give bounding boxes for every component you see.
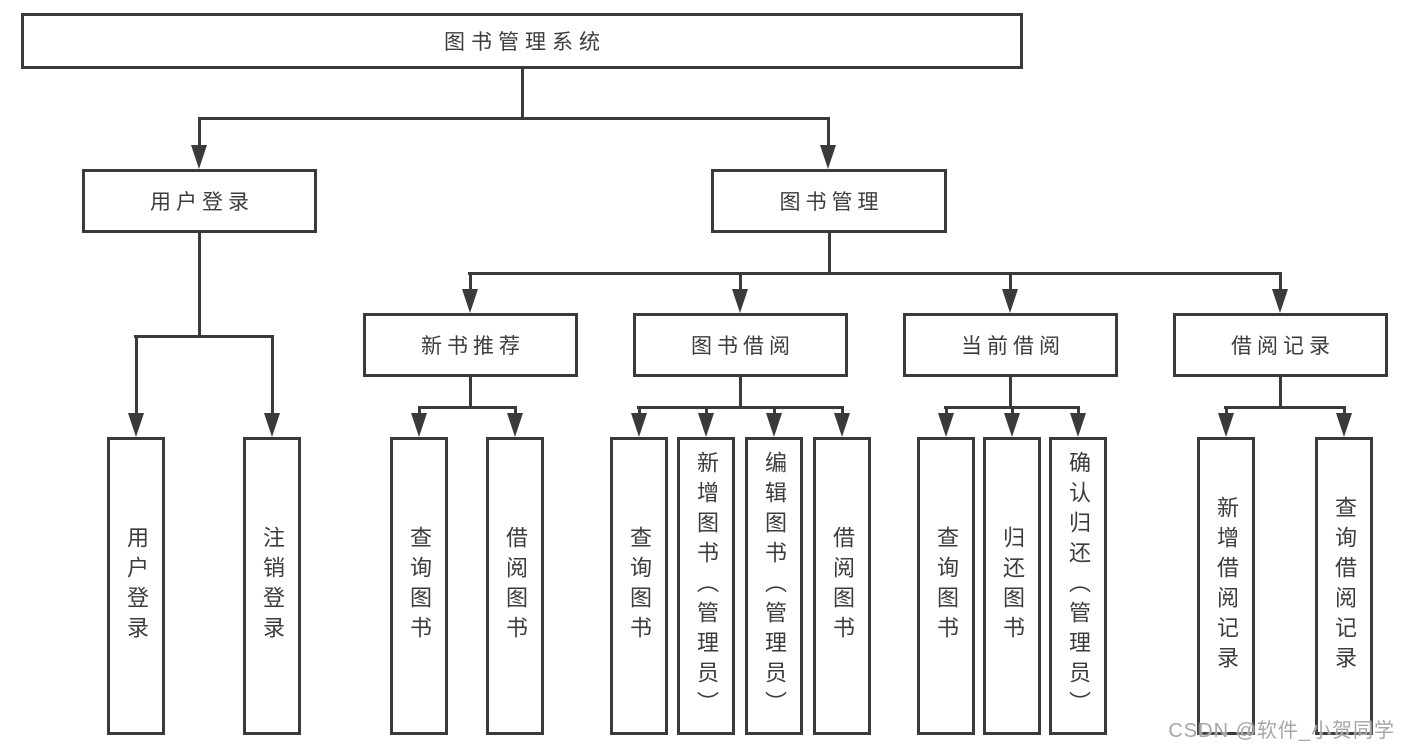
connector-line bbox=[1009, 272, 1012, 292]
connector-line bbox=[739, 377, 742, 408]
leaf-borrowing-borrow-books: 借阅图书 bbox=[813, 437, 871, 735]
arrow-down-icon bbox=[264, 413, 280, 437]
connector-line bbox=[513, 406, 517, 417]
arrow-down-icon bbox=[938, 413, 954, 437]
arrow-down-icon bbox=[732, 289, 748, 313]
connector-line bbox=[417, 406, 517, 409]
arrow-down-icon bbox=[766, 413, 782, 437]
connector-line bbox=[1010, 406, 1014, 417]
arrow-down-icon bbox=[1218, 413, 1234, 437]
node-book-management-label: 图书管理 bbox=[779, 191, 884, 214]
node-book-management: 图书管理 bbox=[711, 169, 947, 233]
leaf-records-add-record: 新增借阅记录 bbox=[1197, 437, 1255, 735]
connector-line bbox=[827, 233, 831, 274]
arrow-down-icon bbox=[1336, 413, 1352, 437]
leaf-logout: 注销登录 bbox=[243, 437, 301, 735]
connector-line bbox=[134, 335, 274, 338]
leaf-borrowing-add-books-admin: 新增图书（管理员） bbox=[677, 437, 735, 735]
connector-line bbox=[827, 117, 830, 148]
arrow-down-icon bbox=[698, 413, 714, 437]
node-root-label: 图书管理系统 bbox=[444, 31, 606, 54]
connector-line bbox=[469, 272, 472, 292]
arrow-down-icon bbox=[411, 413, 427, 437]
arrow-down-icon bbox=[1272, 289, 1288, 313]
node-current-borrowing: 当前借阅 bbox=[903, 313, 1118, 377]
leaf-borrowing-edit-books-admin-label: 编辑图书（管理员） bbox=[762, 451, 787, 721]
leaf-borrowing-query-books: 查询图书 bbox=[610, 437, 668, 735]
connector-line bbox=[520, 69, 524, 117]
leaf-current-return-books-label: 归还图书 bbox=[1000, 526, 1025, 646]
arrow-down-icon bbox=[820, 145, 836, 169]
leaf-current-query-books-label: 查询图书 bbox=[934, 526, 959, 646]
connector-line bbox=[197, 117, 201, 148]
connector-line bbox=[469, 377, 472, 408]
leaf-records-add-record-label: 新增借阅记录 bbox=[1214, 496, 1239, 676]
node-new-book-recommend: 新书推荐 bbox=[363, 313, 578, 377]
connector-line bbox=[840, 406, 844, 417]
connector-line bbox=[1342, 406, 1346, 417]
connector-line bbox=[944, 406, 948, 417]
node-root: 图书管理系统 bbox=[21, 13, 1023, 69]
node-borrowing-records: 借阅记录 bbox=[1173, 313, 1388, 377]
leaf-logout-label: 注销登录 bbox=[260, 526, 285, 646]
connector-line bbox=[468, 272, 1282, 275]
node-user-login: 用户登录 bbox=[82, 169, 317, 233]
arrow-down-icon bbox=[1070, 413, 1086, 437]
arrow-down-icon bbox=[834, 413, 850, 437]
connector-line bbox=[637, 406, 641, 417]
leaf-recommend-borrow-books-label: 借阅图书 bbox=[503, 526, 528, 646]
leaf-current-return-books: 归还图书 bbox=[983, 437, 1041, 735]
arrow-down-icon bbox=[507, 413, 523, 437]
arrow-down-icon bbox=[1004, 413, 1020, 437]
connector-line bbox=[1224, 406, 1228, 417]
leaf-borrowing-borrow-books-label: 借阅图书 bbox=[830, 526, 855, 646]
connector-line bbox=[134, 335, 138, 417]
connector-line bbox=[772, 406, 776, 417]
arrow-down-icon bbox=[462, 289, 478, 313]
connector-line bbox=[1279, 377, 1282, 408]
leaf-borrowing-edit-books-admin: 编辑图书（管理员） bbox=[745, 437, 803, 735]
leaf-recommend-borrow-books: 借阅图书 bbox=[486, 437, 544, 735]
arrow-down-icon bbox=[631, 413, 647, 437]
connector-line bbox=[704, 406, 708, 417]
connector-line bbox=[1076, 406, 1080, 417]
leaf-user-login: 用户登录 bbox=[107, 437, 165, 735]
connector-line bbox=[1279, 272, 1282, 292]
arrow-down-icon bbox=[191, 145, 207, 169]
connector-line bbox=[197, 117, 830, 120]
node-book-borrowing-label: 图书借阅 bbox=[691, 335, 795, 358]
arrow-down-icon bbox=[128, 413, 144, 437]
connector-line bbox=[739, 272, 742, 292]
connector-line bbox=[270, 335, 274, 417]
connector-line bbox=[1009, 377, 1012, 408]
leaf-current-query-books: 查询图书 bbox=[917, 437, 975, 735]
node-book-borrowing: 图书借阅 bbox=[633, 313, 848, 377]
csdn-watermark: CSDN @软件_小贺同学 bbox=[1168, 720, 1395, 742]
node-borrowing-records-label: 借阅记录 bbox=[1231, 335, 1335, 358]
connector-line bbox=[1224, 406, 1346, 409]
connector-line bbox=[417, 406, 421, 417]
leaf-records-query-record: 查询借阅记录 bbox=[1315, 437, 1373, 735]
arrow-down-icon bbox=[1002, 289, 1018, 313]
node-user-login-label: 用户登录 bbox=[150, 191, 254, 214]
leaf-recommend-query-books-label: 查询图书 bbox=[407, 526, 432, 646]
leaf-current-confirm-return-admin-label: 确认归还（管理员） bbox=[1066, 451, 1091, 721]
leaf-borrowing-add-books-admin-label: 新增图书（管理员） bbox=[694, 451, 719, 721]
connector-line bbox=[198, 233, 201, 337]
leaf-records-query-record-label: 查询借阅记录 bbox=[1332, 496, 1357, 676]
leaf-borrowing-query-books-label: 查询图书 bbox=[627, 526, 652, 646]
connector-line bbox=[637, 406, 844, 409]
leaf-current-confirm-return-admin: 确认归还（管理员） bbox=[1049, 437, 1107, 735]
leaf-recommend-query-books: 查询图书 bbox=[390, 437, 448, 735]
leaf-user-login-label: 用户登录 bbox=[124, 526, 149, 646]
node-current-borrowing-label: 当前借阅 bbox=[961, 335, 1065, 358]
node-new-book-recommend-label: 新书推荐 bbox=[421, 335, 525, 358]
